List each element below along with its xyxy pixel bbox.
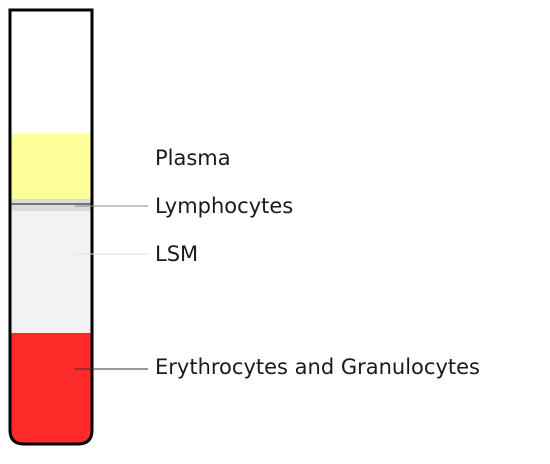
layer-lsm xyxy=(10,211,92,333)
layer-erythrocytes-granulocytes xyxy=(10,333,92,444)
label-erythrocytes-granulocytes: Erythrocytes and Granulocytes xyxy=(155,355,480,379)
tube-outline xyxy=(8,8,94,446)
layer-plasma xyxy=(10,134,92,199)
label-lsm: LSM xyxy=(155,242,199,266)
label-lymphocytes: Lymphocytes xyxy=(155,194,294,218)
layer-lymphocytes xyxy=(10,199,92,211)
tube-contents xyxy=(10,10,92,444)
label-plasma: Plasma xyxy=(155,146,231,170)
empty-space xyxy=(10,10,92,134)
